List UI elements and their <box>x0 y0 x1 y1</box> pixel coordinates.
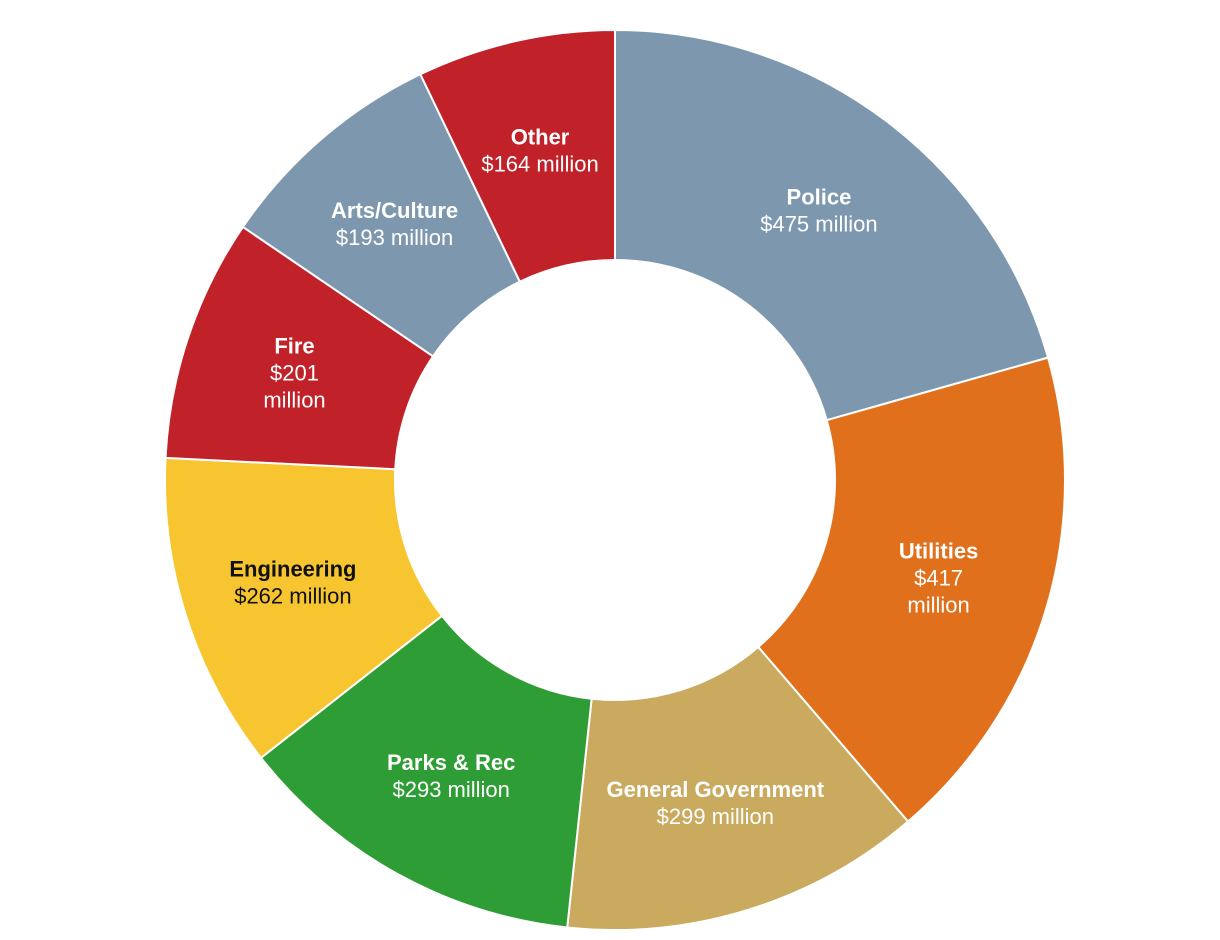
pie-slice-engineering <box>164 456 443 759</box>
pie-slice-other <box>419 29 616 283</box>
pie-slice-police <box>614 29 1050 422</box>
pie-slice-utilities <box>757 356 1066 823</box>
pie-slice-general-government <box>566 645 909 931</box>
